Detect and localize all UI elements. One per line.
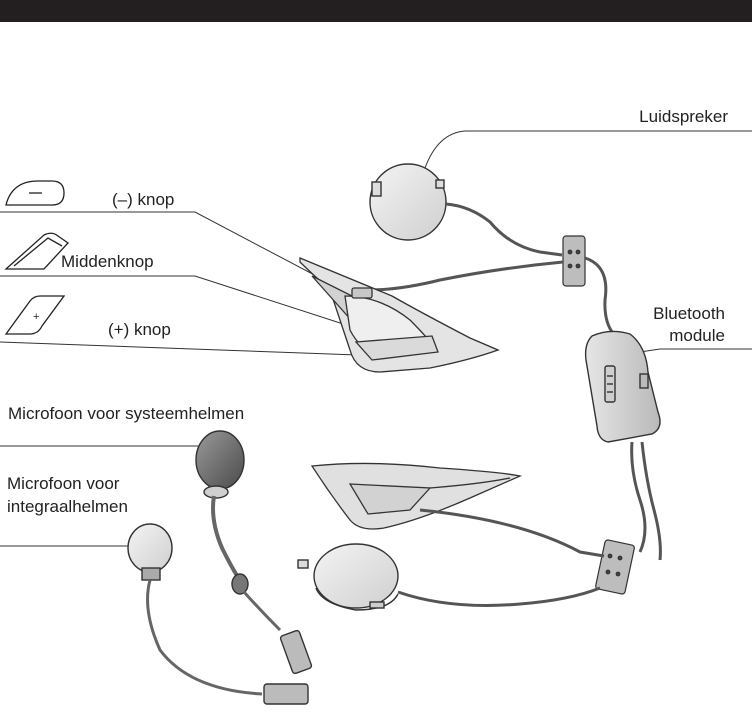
label-mic-integraal-line2: integraalhelmen xyxy=(7,496,128,518)
label-mic-systeem: Microfoon voor systeemhelmen xyxy=(8,403,244,425)
minus-button-icon xyxy=(6,181,64,205)
boom-microphone xyxy=(196,431,312,674)
label-bluetooth-line1: Bluetooth xyxy=(600,303,725,325)
leader-bluetooth xyxy=(640,349,752,352)
plus-button-icon: + xyxy=(6,296,64,334)
wired-microphone xyxy=(128,524,308,704)
label-mic-integraal-line1: Microfoon voor xyxy=(7,473,119,495)
lower-housing xyxy=(312,463,604,556)
label-bluetooth-line2: module xyxy=(600,325,725,347)
svg-text:+: + xyxy=(33,311,39,323)
top-speaker xyxy=(370,164,562,255)
leader-luidspreker xyxy=(425,131,752,168)
bluetooth-module xyxy=(586,331,661,560)
center-button-icon xyxy=(6,233,68,269)
lower-connector xyxy=(595,539,635,594)
label-plus-knop: (+) knop xyxy=(108,319,171,341)
lower-speaker xyxy=(298,544,600,610)
label-min-knop: (–) knop xyxy=(112,189,174,211)
label-middenknop: Middenknop xyxy=(61,251,154,273)
leader-plus-knop xyxy=(0,342,385,356)
label-luidspreker: Luidspreker xyxy=(530,106,728,128)
